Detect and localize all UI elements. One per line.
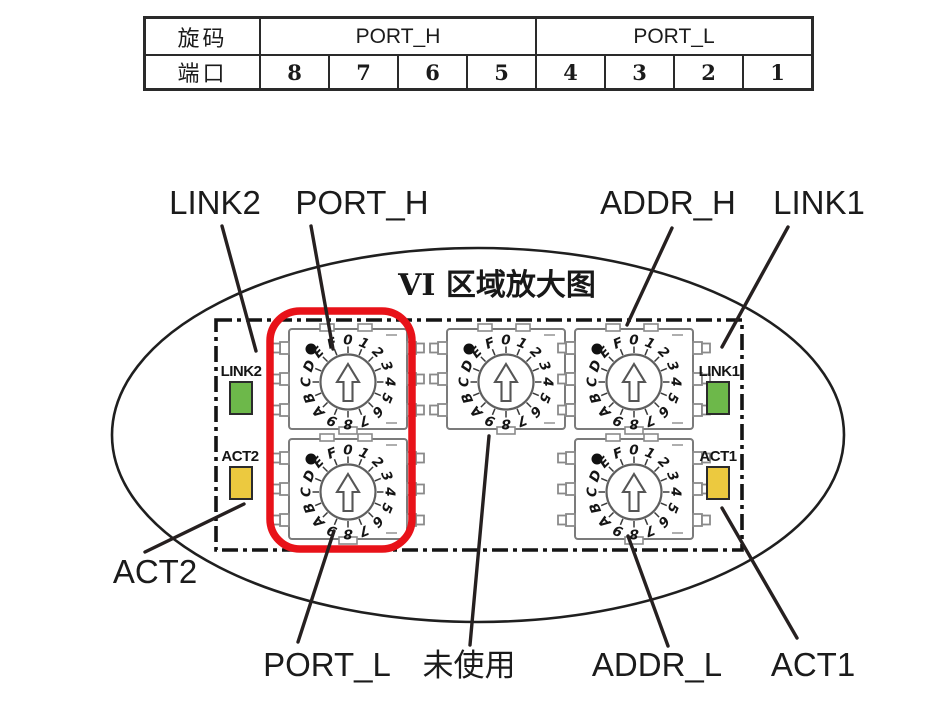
callout-line-layer — [143, 224, 799, 648]
callout-line-addr-h — [625, 226, 674, 327]
switch-digit: 0 — [629, 333, 638, 349]
callout-label-act1: ACT1 — [771, 646, 855, 683]
switch-digit: 4 — [668, 486, 684, 496]
led-link2 — [229, 381, 253, 415]
port-cell-2: 2 — [673, 54, 744, 91]
callout-line-addr-l — [626, 534, 670, 648]
switch-index-dot — [591, 453, 603, 465]
callout-label-addr-l: ADDR_L — [592, 646, 722, 683]
switch-digit: C — [585, 377, 601, 387]
rotary-code-header-cell: 旋码 — [143, 16, 261, 56]
callout-line-link1 — [720, 225, 790, 349]
dial-arrow-icon — [335, 361, 361, 403]
region-ellipse — [110, 246, 846, 624]
callout-label-link2: LINK2 — [169, 184, 261, 221]
diagram-title: VI 区域放大图 — [397, 268, 596, 303]
switch-digit: C — [457, 377, 473, 387]
rotary-switch-layer: 0123456789ABCDEF0123456789ABCDEF01234567… — [271, 323, 711, 545]
port-cell-4: 4 — [535, 54, 606, 91]
switch-digit: 8 — [629, 526, 638, 542]
callout-line-port-l — [296, 529, 336, 644]
switch-digit: 0 — [629, 443, 638, 459]
port-h-group-cell: PORT_H — [259, 16, 537, 56]
table-row-ports: 端口 8 7 6 5 4 3 2 1 — [143, 54, 814, 91]
dial-arrow-icon — [621, 361, 647, 403]
dial-arrow-icon — [493, 361, 519, 403]
switch-digit: C — [585, 487, 601, 497]
switch-digit: C — [299, 487, 315, 497]
callout-label-act2: ACT2 — [113, 553, 197, 590]
table-row-rotary: 旋码 PORT_H PORT_L — [143, 16, 814, 56]
switch-digit: 8 — [629, 416, 638, 432]
switch-digit: 4 — [382, 486, 398, 496]
switch-index-dot — [463, 343, 475, 355]
switch-digit: 4 — [668, 376, 684, 386]
port-cell-5: 5 — [466, 54, 537, 91]
port-cell-6: 6 — [397, 54, 468, 91]
callout-line-unused — [468, 434, 491, 647]
callout-line-link2 — [220, 224, 258, 353]
switch-digit: 0 — [343, 333, 352, 349]
switch-digit: 8 — [343, 526, 352, 542]
led-label-act1: ACT1 — [699, 448, 736, 465]
port-mapping-table: 旋码 PORT_H PORT_L 端口 8 7 6 5 4 3 2 1 — [143, 16, 814, 91]
led-act1 — [706, 466, 730, 500]
switch-digit: 4 — [540, 376, 556, 386]
port-l-group-cell: PORT_L — [535, 16, 814, 56]
switch-digit: C — [299, 377, 315, 387]
callout-label-unused: 未使用 — [423, 648, 516, 683]
port-cell-3: 3 — [604, 54, 675, 91]
led-act2 — [229, 466, 253, 500]
led-label-act2: ACT2 — [221, 448, 258, 465]
switch-digit: 0 — [501, 333, 510, 349]
dial-arrow-icon — [335, 471, 361, 513]
callout-label-port-h: PORT_H — [295, 184, 428, 221]
switch-index-dot — [591, 343, 603, 355]
callout-label-addr-h: ADDR_H — [600, 184, 736, 221]
switch-digit: 0 — [343, 443, 352, 459]
dial-arrow-icon — [621, 471, 647, 513]
led-label-link2: LINK2 — [221, 363, 262, 380]
port-switches-highlight-box — [266, 307, 416, 553]
port-cell-7: 7 — [328, 54, 399, 91]
switch-digit: 8 — [501, 416, 510, 432]
switch-digit: 8 — [343, 416, 352, 432]
pcb-region-box — [214, 318, 744, 552]
port-cell-1: 1 — [742, 54, 814, 91]
switch-digit: 4 — [382, 376, 398, 386]
switch-index-dot — [305, 343, 317, 355]
callout-label-port-l: PORT_L — [263, 646, 391, 683]
switch-index-dot — [305, 453, 317, 465]
callout-line-act2 — [143, 502, 246, 554]
callout-line-act1 — [720, 506, 799, 640]
callout-line-port-h — [309, 224, 335, 351]
port-cell-8: 8 — [259, 54, 330, 91]
led-label-link1: LINK1 — [699, 363, 740, 380]
port-header-cell: 端口 — [143, 54, 261, 91]
led-link1 — [706, 381, 730, 415]
callout-label-link1: LINK1 — [773, 184, 865, 221]
